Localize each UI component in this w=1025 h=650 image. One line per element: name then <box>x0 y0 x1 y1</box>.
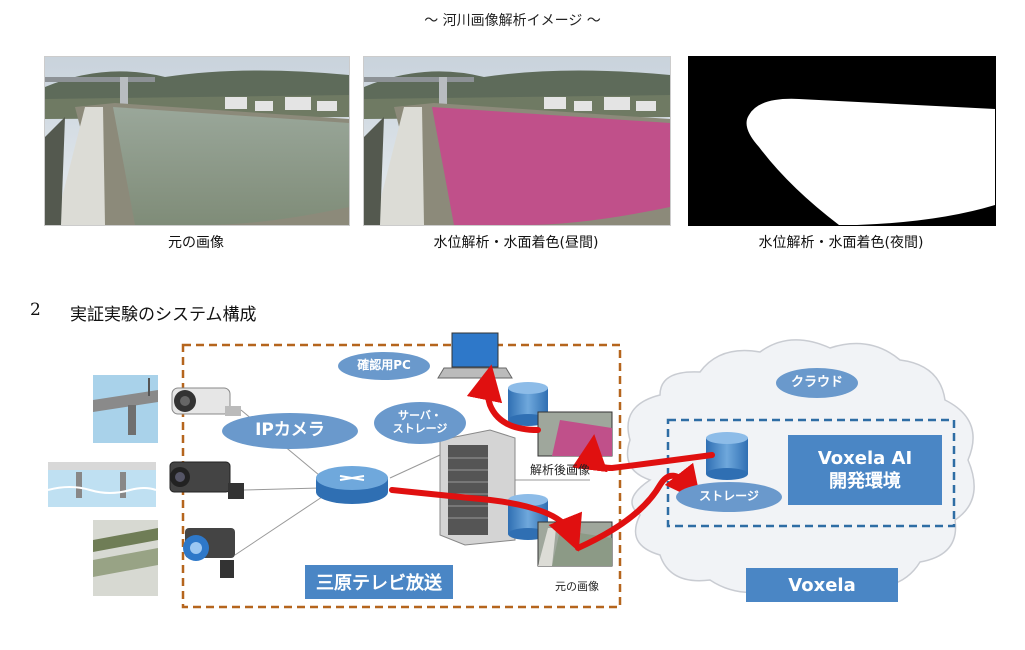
levee-illustration <box>93 520 158 596</box>
company-label: Voxela <box>746 568 898 602</box>
camera-icon-3 <box>183 528 235 578</box>
river-illustration <box>48 462 156 507</box>
ai-environment-label: Voxela AI 開発環境 <box>788 435 942 505</box>
analyzed-thumbnail <box>538 412 612 456</box>
original-thumbnail <box>538 522 612 566</box>
original-image-label: 元の画像 <box>555 578 599 594</box>
bridge-illustration <box>93 375 158 443</box>
server-storage-label: サーバ・ ストレージ <box>374 402 466 444</box>
analyzed-image-label: 解析後画像 <box>530 461 590 478</box>
cloud-label: クラウド <box>776 368 858 398</box>
pc-label: 確認用PC <box>338 352 430 380</box>
server-rack-icon <box>440 430 515 545</box>
camera-icon-1 <box>172 388 241 416</box>
broadcaster-label: 三原テレビ放送 <box>305 565 453 599</box>
storage-label: ストレージ <box>676 482 782 512</box>
ipcamera-label: IPカメラ <box>222 413 358 449</box>
router-icon <box>316 466 388 504</box>
camera-icon-2 <box>170 462 244 499</box>
laptop-icon <box>438 333 512 378</box>
